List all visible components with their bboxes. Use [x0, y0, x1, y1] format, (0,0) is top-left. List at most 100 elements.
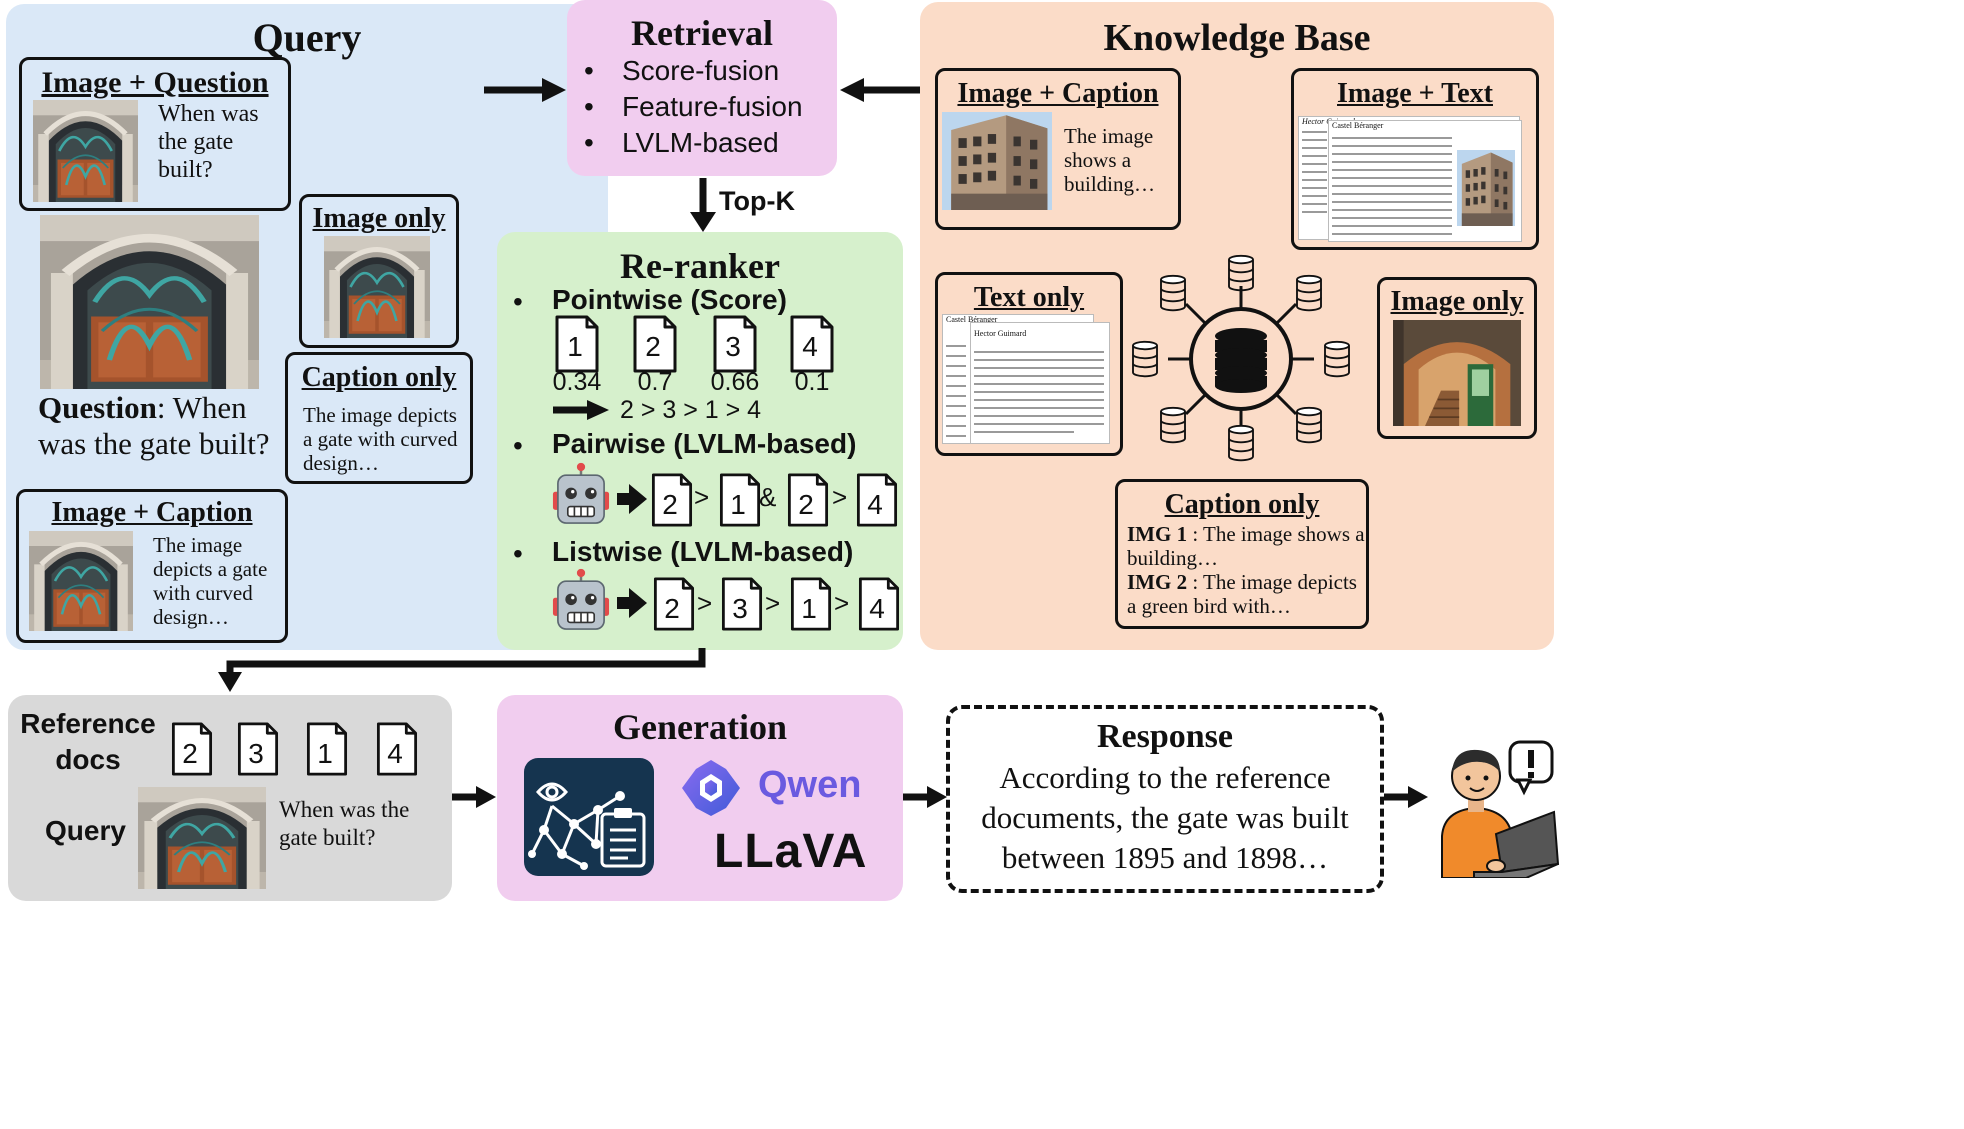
gate-image-reference — [138, 787, 266, 889]
score: 0.7 — [637, 368, 673, 396]
query-to-retrieval-arrow — [484, 78, 566, 102]
listwise-label: Listwise (LVLM-based) — [552, 536, 854, 567]
comparison-symbol: > — [697, 588, 713, 618]
kb-image-caption-box — [935, 68, 1181, 230]
reference-title: Reference docs — [10, 706, 166, 778]
doc-icon: 4 — [790, 315, 834, 373]
kb-image-only-title: Image only — [1390, 286, 1524, 317]
doc-icon: 2 — [650, 473, 694, 527]
kb-to-retrieval-arrow — [840, 78, 922, 102]
doc-icon: 3 — [236, 722, 280, 776]
reranker-to-reference-arrow — [218, 648, 706, 692]
query-caption-only-text: The image depicts a gate with curved des… — [303, 403, 458, 475]
query-image-only-box — [299, 194, 459, 348]
response-panel — [946, 705, 1384, 893]
kb-image-caption-title: Image + Caption — [957, 78, 1159, 109]
pointwise-label: Pointwise (Score) — [552, 284, 787, 315]
kb-image-caption-text: The image shows a building… — [1064, 124, 1156, 196]
response-text: According to the reference documents, th… — [981, 760, 1349, 875]
gate-image-large — [40, 215, 259, 389]
question-text: : When was the gate built? — [38, 390, 270, 461]
kb-caption-only-item-2: IMG 2 : The image depicts a green bird w… — [1127, 570, 1365, 618]
reference-title-line-1: Reference — [20, 708, 156, 739]
arrow-right-icon — [617, 588, 647, 618]
query-caption-only-box — [285, 352, 473, 484]
comparison-symbol: > — [832, 482, 848, 512]
doc-icon: 4 — [855, 473, 899, 527]
robot-icon — [548, 568, 614, 634]
doc-icon: 2 — [652, 577, 696, 631]
building-image — [942, 112, 1052, 210]
kb-text-wiki-heading-2: Hector Guimard — [974, 329, 1027, 338]
reference-query-text: When was the gate built? — [279, 797, 410, 850]
generation-title: Generation — [613, 707, 787, 747]
kb-text-only-box — [935, 272, 1123, 456]
neural-network-icon — [524, 758, 654, 876]
comparison-symbol: > — [765, 588, 781, 618]
doc-icon: 2 — [786, 473, 830, 527]
score: 0.1 — [794, 368, 830, 396]
kb-text-wiki-front: Hector Guimard — [970, 322, 1110, 444]
kb-text-wiki-heading: Castel Béranger — [946, 315, 998, 324]
img1-label: IMG 1 — [1127, 522, 1188, 546]
database-hub-icon — [1132, 254, 1350, 462]
knowledge-base-title: Knowledge Base — [1103, 17, 1371, 59]
user-laptop-icon — [1441, 740, 1560, 878]
response-title: Response — [1096, 718, 1234, 755]
query-image-only-title: Image only — [312, 203, 446, 234]
response-to-user-arrow — [1384, 786, 1428, 808]
doc-icon: 3 — [720, 577, 764, 631]
pointwise-bullet: • — [513, 286, 523, 317]
img1-text: : The image shows a building… — [1127, 522, 1365, 570]
query-title: Query — [252, 15, 362, 60]
qwen-logo-icon — [682, 760, 740, 816]
comparison-symbol: > — [834, 588, 850, 618]
doc-icon: 4 — [375, 722, 419, 776]
comparison-symbol: > — [694, 482, 710, 512]
doc-icon: 1 — [555, 315, 599, 373]
retrieval-list: •Score-fusion •Feature-fusion •LVLM-base… — [584, 53, 834, 161]
doc-icon: 2 — [633, 315, 677, 373]
interior-image — [1393, 320, 1521, 426]
generation-to-response-arrow — [903, 786, 947, 808]
doc-icon: 4 — [857, 577, 901, 631]
pairwise-label: Pairwise (LVLM-based) — [552, 428, 857, 459]
building-image-wiki — [1457, 150, 1515, 226]
reference-title-line-2: docs — [55, 744, 121, 775]
retrieval-title: Retrieval — [631, 13, 773, 53]
retrieval-item: •LVLM-based — [584, 127, 779, 158]
topk-arrow — [690, 178, 716, 232]
query-image-question-title: Image + Question — [41, 66, 269, 99]
reranker-title: Re-ranker — [620, 246, 780, 286]
doc-icon: 1 — [305, 722, 349, 776]
kb-caption-only-item-1: IMG 1 : The image shows a building… — [1127, 522, 1365, 570]
qwen-label: Qwen — [758, 764, 862, 806]
query-image-caption-box — [16, 489, 288, 643]
question-label: Question — [38, 390, 157, 425]
gate-image-small — [324, 236, 430, 338]
arrow-right-icon — [617, 484, 647, 514]
listwise-bullet: • — [513, 538, 523, 569]
robot-icon — [548, 462, 614, 528]
reranker-panel — [497, 232, 903, 650]
kb-image-text-title: Image + Text — [1337, 78, 1493, 109]
doc-icon: 2 — [170, 722, 214, 776]
img2-label: IMG 2 — [1127, 570, 1188, 594]
kb-image-text-box — [1291, 68, 1539, 250]
query-question: Question: When was the gate built? — [38, 390, 298, 462]
reference-to-generation-arrow — [452, 786, 496, 808]
doc-icon: 1 — [718, 473, 762, 527]
and-symbol: & — [759, 482, 777, 512]
pointwise-ranking: 2 > 3 > 1 > 4 — [620, 396, 762, 424]
topk-label: Top-K — [719, 186, 795, 216]
retrieval-item: •Score-fusion — [584, 55, 780, 86]
doc-icon: 1 — [789, 577, 833, 631]
query-image-caption-title: Image + Caption — [51, 497, 253, 528]
kb-wiki-heading-2: Castel Béranger — [1332, 121, 1384, 130]
gate-image — [33, 100, 138, 202]
kb-caption-only-title: Caption only — [1164, 489, 1320, 520]
gate-image-caption — [29, 531, 133, 631]
score: 0.34 — [552, 368, 602, 396]
pairwise-bullet: • — [513, 430, 523, 461]
score: 0.66 — [710, 368, 760, 396]
